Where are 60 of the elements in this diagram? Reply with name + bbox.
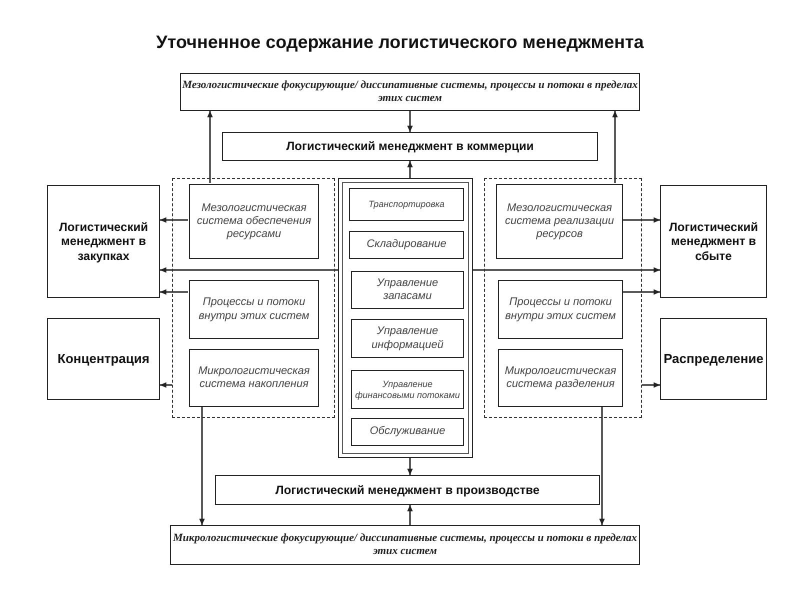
arrow	[160, 267, 338, 273]
box-label: Концентрация	[58, 351, 150, 367]
process-box	[170, 525, 640, 565]
arrow	[407, 161, 413, 178]
arrow	[160, 289, 188, 295]
arrow	[160, 217, 188, 223]
box-label: Логистический менеджмент в сбыте	[668, 220, 759, 264]
box-label: Микрологистические фокусирующие/ диссипативные системы, процессы и потоки в пределах этих систем	[172, 532, 638, 558]
process-box	[498, 349, 623, 407]
arrow	[642, 382, 660, 388]
box-label: Логистический менеджмент в закупках	[58, 220, 149, 264]
process-box	[180, 73, 640, 111]
process-box	[660, 318, 767, 400]
arrow	[599, 406, 605, 525]
process-box	[189, 184, 319, 259]
arrow	[473, 267, 660, 273]
box-label: Логистический менеджмент в производстве	[275, 482, 540, 498]
process-box	[222, 132, 598, 161]
process-box	[349, 188, 464, 221]
process-box	[351, 418, 464, 446]
box-label: Логистический менеджмент в коммерции	[286, 139, 534, 154]
arrow	[612, 111, 618, 183]
process-box	[498, 280, 623, 339]
box-label: Микрологистическая система разделения	[504, 364, 618, 392]
box-label: Транспортировка	[368, 199, 445, 210]
arrow	[622, 289, 660, 295]
dashed-group-box	[172, 178, 335, 418]
box-label: Процессы и потоки внутри этих систем	[504, 296, 617, 323]
arrow	[407, 505, 413, 525]
process-box	[496, 184, 623, 259]
arrow	[160, 382, 172, 388]
process-box	[189, 280, 319, 339]
process-box	[47, 185, 160, 298]
dashed-group-box	[484, 178, 642, 418]
arrow	[199, 406, 205, 525]
process-box	[660, 185, 767, 298]
box-label: Управление запасами	[376, 276, 440, 304]
process-box	[351, 319, 464, 358]
group-box	[338, 178, 473, 458]
process-box	[47, 318, 160, 400]
box-label: Мезологистическая система обеспечения ресурсами	[196, 202, 312, 242]
process-box	[189, 349, 319, 407]
box-label: Обслуживание	[370, 425, 446, 439]
diagram-title: Уточненное содержание логистического менеджмента	[156, 32, 644, 53]
process-box	[351, 370, 464, 409]
process-box	[215, 475, 600, 505]
box-label: Мезологистическая система реализации ресурсов	[504, 202, 616, 242]
process-box	[351, 271, 464, 309]
box-label: Мезологистические фокусирующие/ диссипативные системы, процессы и потоки в пределах этих систем	[181, 78, 639, 106]
box-label: Управление финансовыми потоками	[354, 378, 461, 400]
process-box	[349, 231, 464, 259]
arrow	[207, 111, 213, 183]
box-label: Процессы и потоки внутри этих систем	[198, 296, 310, 323]
box-label: Управление информацией	[370, 325, 444, 352]
box-label: Складирование	[366, 238, 446, 252]
arrow	[622, 217, 660, 223]
box-label: Распределение	[664, 351, 764, 367]
box-label: Микрологистическая система накопления	[197, 364, 311, 392]
arrow	[407, 458, 413, 475]
arrow	[407, 111, 413, 132]
